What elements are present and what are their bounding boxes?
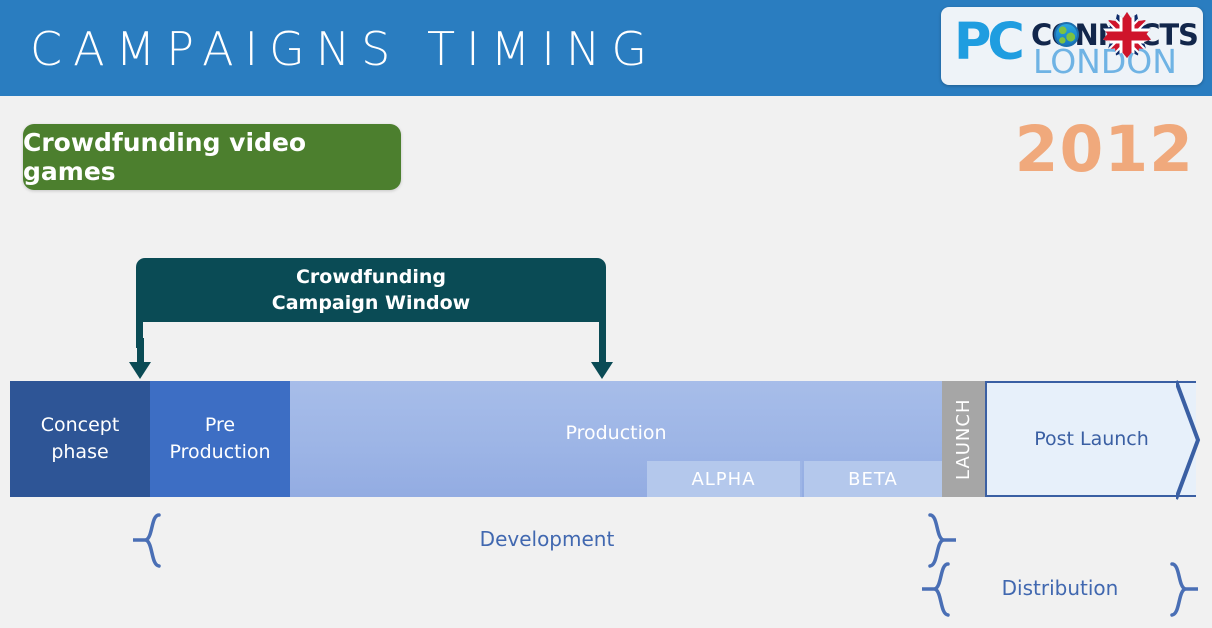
callout-leg-right bbox=[599, 322, 606, 348]
timeline-subsegment-alpha[interactable]: ALPHA bbox=[647, 461, 802, 497]
segment-label-launch: LAUNCH bbox=[953, 398, 974, 480]
segment-label-pre-production: Pre Production bbox=[150, 381, 290, 497]
uk-flag-starburst-icon bbox=[1103, 12, 1151, 58]
prepro-line-2: Production bbox=[169, 441, 271, 463]
concept-line-2: phase bbox=[51, 441, 109, 463]
crowdfunding-window-callout: Crowdfunding Campaign Window bbox=[136, 258, 606, 322]
concept-line-1: Concept bbox=[40, 414, 120, 436]
timeline-segment-concept[interactable]: Concept phase bbox=[10, 381, 150, 497]
crowdfunding-badge-label: Crowdfunding video games bbox=[23, 128, 307, 186]
arrow-down-icon bbox=[591, 362, 613, 379]
distribution-label: Distribution bbox=[1001, 576, 1119, 600]
callout-leg-left bbox=[136, 322, 143, 348]
globe-icon bbox=[1054, 22, 1079, 47]
segment-label-post-launch: Post Launch bbox=[1034, 427, 1149, 450]
pc-connects-london-logo: PC CONNECTS LONDON bbox=[941, 7, 1203, 85]
crowdfunding-window-label: Crowdfunding Campaign Window bbox=[136, 258, 606, 322]
timeline-bar: Concept phase Pre Production Production … bbox=[10, 381, 1196, 497]
arrow-down-icon bbox=[129, 362, 151, 379]
logo-london-text: LONDON bbox=[1033, 42, 1177, 81]
callout-arrow-stem-left bbox=[137, 338, 144, 366]
distribution-brace-left bbox=[922, 562, 950, 617]
crowdfunding-badge: Crowdfunding video games bbox=[23, 124, 401, 190]
year-label: 2012 bbox=[1014, 113, 1194, 186]
distribution-brace-right bbox=[1170, 562, 1198, 617]
page-title: CAMPAIGNS TIMING bbox=[30, 22, 658, 76]
timeline-subsegment-beta[interactable]: BETA bbox=[804, 461, 942, 497]
callout-line-1: Crowdfunding bbox=[295, 266, 447, 288]
logo-pc-text: PC bbox=[954, 13, 1025, 72]
development-label: Development bbox=[479, 527, 615, 551]
segment-label-concept: Concept phase bbox=[10, 381, 150, 497]
timeline-arrowhead-icon bbox=[1176, 380, 1201, 500]
callout-arrow-stem-right bbox=[599, 338, 606, 366]
timeline-segment-pre-production[interactable]: Pre Production bbox=[150, 381, 290, 497]
development-brace-left bbox=[133, 513, 161, 568]
timeline-segment-post-launch[interactable]: Post Launch bbox=[985, 381, 1196, 497]
callout-line-2: Campaign Window bbox=[271, 292, 471, 314]
prepro-line-1: Pre bbox=[204, 414, 236, 436]
development-brace-right bbox=[928, 513, 956, 568]
timeline-segment-launch[interactable]: LAUNCH bbox=[942, 381, 985, 497]
segment-label-production: Production bbox=[565, 421, 667, 444]
